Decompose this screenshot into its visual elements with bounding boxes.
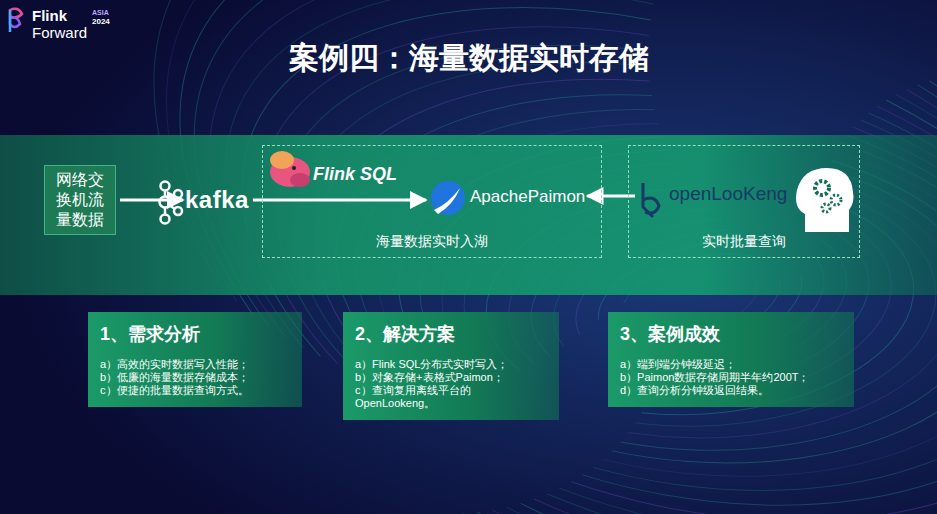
region-label: 海量数据实时入湖	[263, 233, 601, 251]
source-box: 网络交换机流量数据	[44, 165, 116, 235]
node-label: ApachePaimon	[470, 187, 585, 207]
flink-node: Flink SQL	[313, 164, 397, 185]
logo-text: Flink	[32, 7, 67, 24]
kafka-icon	[160, 182, 183, 224]
logo-text: ASIA	[92, 9, 109, 16]
openlookeng-icon	[643, 183, 659, 217]
kafka-node: kafka	[185, 186, 249, 214]
logo-text: 2024	[92, 17, 110, 26]
panel-item: b）Paimon数据存储周期半年约200T；	[620, 371, 842, 384]
node-label: Flink SQL	[313, 164, 397, 185]
node-label: 网络交换机流量数据	[56, 170, 104, 230]
info-panel: 3、案例成效 a）端到端分钟级延迟；b）Paimon数据存储周期半年约200T；d…	[608, 312, 854, 407]
slide-title: 案例四：海量数据实时存储	[0, 38, 937, 79]
flow-arrow	[253, 199, 426, 202]
panel-item: b）低廉的海量数据存储成本；	[100, 371, 290, 384]
panel-heading: 2、解决方案	[355, 322, 547, 346]
node-label: openLooKeng	[669, 183, 787, 205]
panel-item: b）对象存储+表格式Paimon；	[355, 371, 547, 384]
panel-item: a）高效的实时数据写入性能；	[100, 358, 290, 371]
green-band	[0, 135, 937, 295]
region-label: 实时批量查询	[629, 233, 859, 251]
info-panel: 1、需求分析 a）高效的实时数据写入性能；b）低廉的海量数据存储成本；c）便捷的批…	[88, 312, 302, 407]
info-panel: 2、解决方案 a）Flink SQL分布式实时写入；b）对象存储+表格式Paimo…	[343, 312, 559, 420]
flink-squirrel-icon	[270, 151, 310, 187]
paimon-icon	[431, 181, 465, 215]
panel-heading: 1、需求分析	[100, 322, 290, 346]
ingest-region: 海量数据实时入湖 Flink SQL ApachePaimon	[262, 145, 602, 258]
brain-gear-icon	[796, 168, 854, 232]
node-label: kafka	[185, 186, 249, 214]
panel-item: c）查询复用离线平台的 OpenLookeng。	[355, 384, 547, 410]
paimon-node: ApachePaimon	[428, 187, 585, 207]
panel-heading: 3、案例成效	[620, 322, 842, 346]
panel-item: c）便捷的批量数据查询方式。	[100, 384, 290, 397]
logo-text: Forward	[32, 24, 87, 41]
panel-item: a）端到端分钟级延迟；	[620, 358, 842, 371]
openlookeng-node: openLooKeng	[639, 183, 787, 205]
panel-item: d）查询分析分钟级返回结果。	[620, 384, 842, 397]
flow-arrow	[120, 199, 183, 202]
query-region: 实时批量查询 openLooKeng	[628, 145, 860, 258]
panel-item: a）Flink SQL分布式实时写入；	[355, 358, 547, 371]
flink-forward-logo	[10, 9, 22, 32]
